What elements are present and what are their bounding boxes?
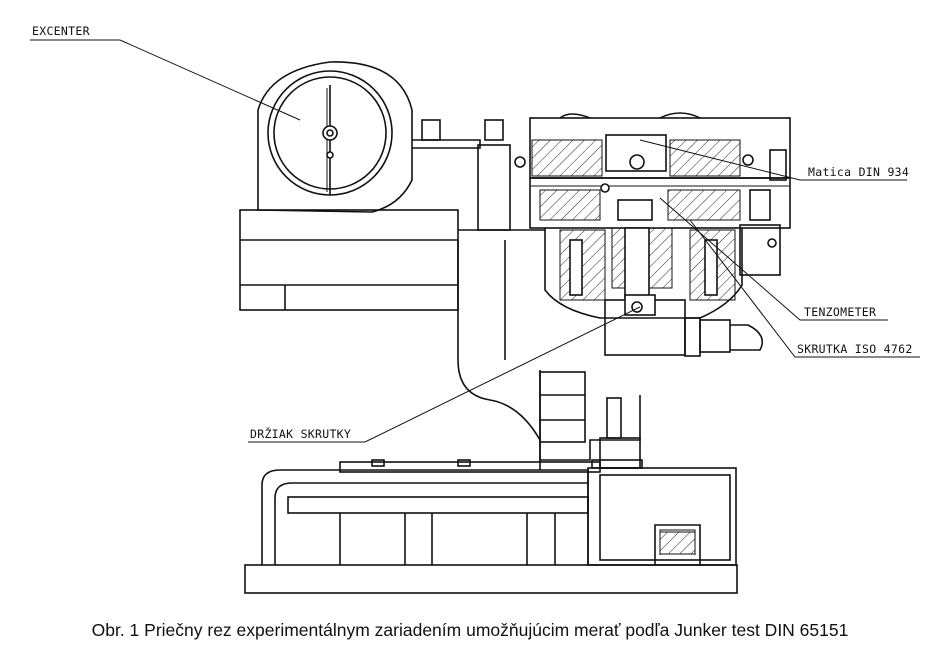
figure-caption: Obr. 1 Priečny rez experimentálnym zaria… <box>91 620 849 640</box>
label-skrutka: SKRUTKA ISO 4762 <box>797 342 913 356</box>
leader-lines <box>30 39 920 443</box>
base-assembly <box>244 459 738 594</box>
column-body <box>457 240 643 470</box>
head-section <box>514 112 791 229</box>
tenzometer-section <box>544 224 781 357</box>
label-excenter: EXCENTER <box>32 24 90 38</box>
label-drziak-skrutky: DRŽIAK SKRUTKY <box>250 426 351 441</box>
label-matica: Matica DIN 934 <box>808 165 909 179</box>
excenter-assembly <box>257 61 511 231</box>
label-tenzometer: TENZOMETER <box>804 305 876 319</box>
frame-block <box>239 209 545 311</box>
